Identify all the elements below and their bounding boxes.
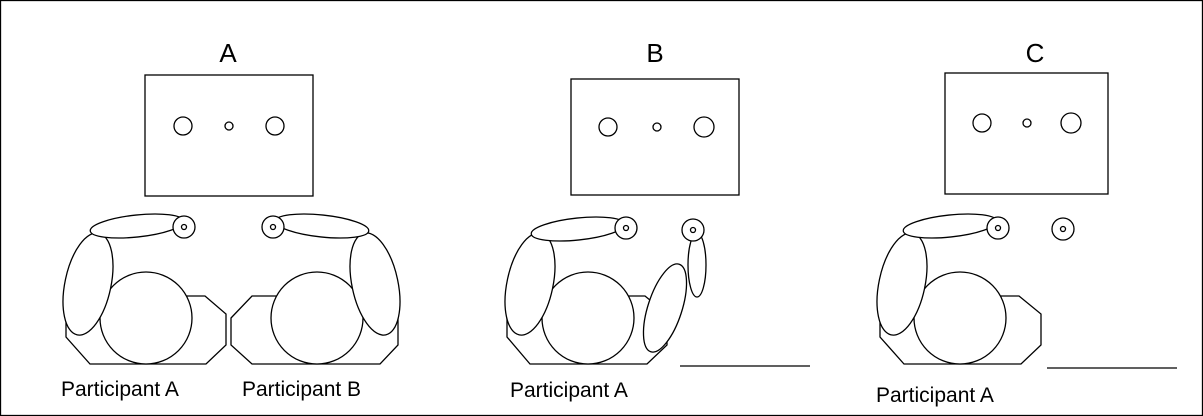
right-target-circle	[265, 116, 285, 136]
head	[541, 271, 635, 365]
fixation-dot	[224, 121, 234, 131]
right-upper-arm	[642, 263, 688, 353]
panel-b-screen	[570, 78, 740, 196]
right-hand-marker	[681, 218, 705, 242]
panel-b: B Participant A	[504, 38, 810, 402]
panel-c-participant-a	[876, 213, 1042, 365]
panel-c: C Participant A	[876, 38, 1177, 407]
fixation-dot	[652, 122, 662, 132]
panel-a-letter: A	[219, 38, 237, 68]
panel-b-participant-a	[504, 216, 707, 365]
panel-b-letter: B	[646, 38, 663, 68]
left-target-circle	[972, 113, 992, 133]
hand-marker	[614, 216, 638, 240]
hand-marker	[172, 215, 196, 239]
fixation-dot	[1022, 118, 1032, 128]
panel-c-screen	[944, 72, 1109, 195]
panel-a: A Participant A Participant B	[61, 38, 401, 401]
panel-a-caption-b: Participant B	[242, 378, 361, 401]
right-target-circle	[1060, 112, 1082, 134]
panel-b-caption-a: Participant A	[510, 379, 628, 402]
forearm	[89, 213, 185, 239]
forearm	[902, 213, 998, 239]
hand-marker	[986, 216, 1010, 240]
right-target-circle	[693, 116, 715, 138]
left-target-circle	[598, 117, 618, 137]
head	[270, 271, 364, 365]
panel-a-screen	[144, 74, 314, 197]
forearm	[530, 216, 626, 242]
head	[99, 271, 193, 365]
panel-c-letter: C	[1026, 38, 1045, 68]
panel-a-participant-b	[230, 213, 401, 365]
left-target-circle	[173, 116, 193, 136]
panel-a-caption-a: Participant A	[61, 378, 179, 401]
panel-c-free-marker	[1051, 217, 1075, 241]
panel-c-caption-a: Participant A	[876, 384, 994, 407]
right-forearm	[687, 232, 707, 298]
hand-marker	[261, 215, 285, 239]
panel-a-participant-a	[62, 213, 227, 365]
forearm	[274, 213, 370, 239]
head	[913, 271, 1007, 365]
